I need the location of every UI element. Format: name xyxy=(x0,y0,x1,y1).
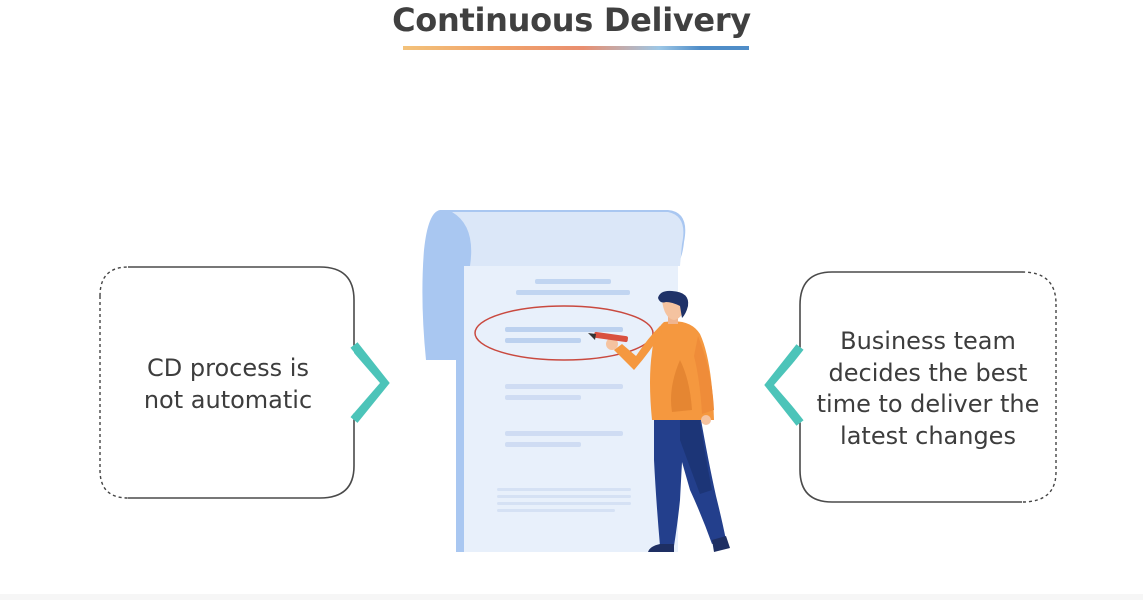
right-callout-line: decides the best xyxy=(828,358,1028,387)
page-title: Continuous Delivery xyxy=(392,1,751,39)
circle-mark xyxy=(474,305,654,361)
right-callout-text: Business team decides the best time to d… xyxy=(808,326,1048,452)
left-callout-text: CD process is not automatic xyxy=(108,353,348,416)
person-hair xyxy=(658,290,689,318)
right-callout-bubble xyxy=(764,271,1057,503)
bottom-strip xyxy=(0,594,1143,600)
right-callout-accent xyxy=(764,344,804,426)
left-callout-line: CD process is xyxy=(147,354,309,382)
right-callout-line: time to deliver the xyxy=(816,390,1040,418)
pencil-icon xyxy=(588,331,628,343)
right-callout-line: Business team xyxy=(840,327,1016,355)
title-underline xyxy=(403,46,749,50)
left-callout-bubble xyxy=(99,266,390,499)
right-callout-line: latest changes xyxy=(840,421,1016,450)
person-legs xyxy=(654,414,726,546)
left-callout-line: not automatic xyxy=(143,385,313,414)
